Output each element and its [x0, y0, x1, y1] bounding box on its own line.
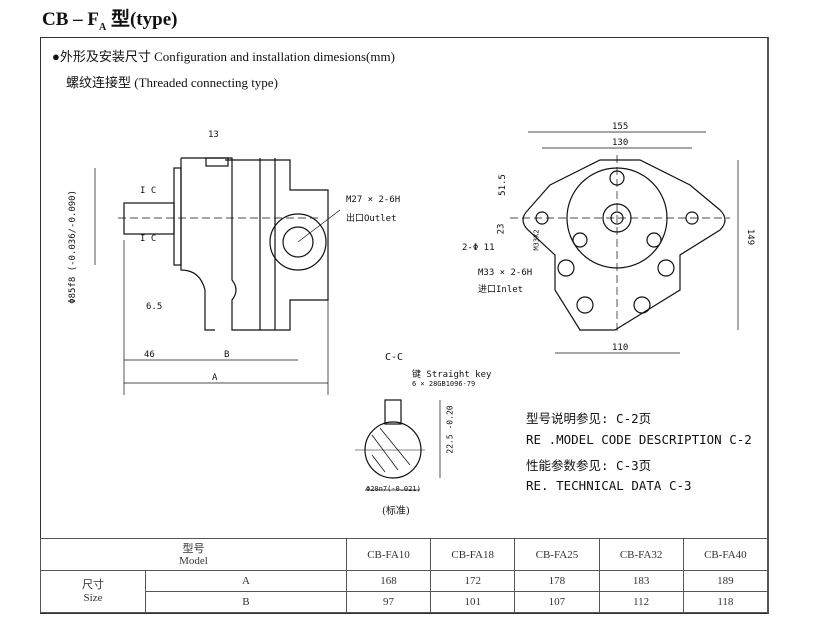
standard-label: (标准): [382, 506, 410, 517]
inlet-label: 进口Inlet: [478, 285, 524, 295]
model-col: CB-FA32: [598, 538, 684, 571]
section-mark: I C: [140, 234, 157, 244]
model-col: CB-FA25: [514, 538, 600, 571]
cell: 101: [430, 591, 516, 613]
note-model-code-cn: 型号说明参见: C-2页: [526, 411, 652, 426]
model-col: CB-FA18: [430, 538, 516, 571]
front-view: [510, 131, 739, 354]
dim-149: 149: [745, 228, 756, 246]
model-header: 型号 Model: [40, 538, 347, 571]
figure-frame: [40, 37, 769, 614]
dim-22-5: 22.5 -0.20: [445, 405, 455, 454]
dim-130: 130: [612, 138, 629, 148]
cell: 183: [598, 570, 684, 592]
dim-6-5: 6.5: [146, 302, 163, 312]
dim-diameter: Φ85f8 (-0.036/-0.090): [68, 190, 78, 304]
row-label: A: [145, 570, 347, 592]
inlet-thread: M33 × 2-6H: [478, 268, 533, 278]
row-label: B: [145, 591, 347, 613]
dim-46: 46: [144, 350, 155, 360]
note-model-code-en: RE .MODEL CODE DESCRIPTION C-2: [526, 432, 752, 447]
cell: 112: [598, 591, 684, 613]
section-subheading: 螺纹连接型 (Threaded connecting type): [66, 75, 278, 90]
size-header: 尺寸 Size: [40, 570, 146, 613]
dim-155: 155: [612, 122, 629, 132]
shaft-dia: Φ20n7(-0.021): [366, 485, 421, 493]
side-view: [94, 157, 341, 395]
dim-23: 23: [496, 223, 507, 235]
outlet-thread: M27 × 2-6H: [346, 195, 401, 205]
key-label: 键 Straight key: [412, 370, 492, 380]
dim-110: 110: [612, 343, 629, 353]
cell: 107: [514, 591, 600, 613]
section-mark: I C: [140, 186, 157, 196]
cell: 97: [345, 591, 432, 613]
dimension-table: 型号 Model CB-FA10 CB-FA18 CB-FA25 CB-FA32…: [40, 538, 769, 613]
outlet-label: 出口Outlet: [346, 214, 397, 224]
cell: 189: [682, 570, 769, 592]
note-tech-data-cn: 性能参数参见: C-3页: [526, 458, 652, 473]
table-row: B 97 101 107 112 118: [41, 591, 769, 613]
cell: 178: [514, 570, 600, 592]
cell: 118: [682, 591, 769, 613]
model-col: CB-FA40: [682, 538, 769, 571]
key-spec: 6 × 28GB1096-79: [412, 380, 476, 388]
dim-51-5: 51.5: [497, 174, 508, 196]
dim-a: A: [212, 373, 218, 383]
cell: 168: [345, 570, 432, 592]
note-tech-data-en: RE. TECHNICAL DATA C-3: [526, 478, 692, 493]
table-row: 尺寸 Size A 168 172 178 183 189: [40, 570, 769, 613]
section-title: C-C: [385, 352, 404, 363]
holes-label: 2-Φ 11: [462, 243, 495, 253]
page-title: CB – FA 型(type): [42, 9, 178, 33]
dim-13: 13: [208, 130, 219, 140]
dim-b: B: [224, 350, 230, 360]
section-heading: ●外形及安装尺寸 Configuration and installation …: [52, 49, 395, 64]
section-view: [355, 399, 441, 491]
m33-label: M33X2: [532, 229, 541, 251]
model-col: CB-FA10: [345, 538, 432, 571]
cell: 172: [430, 570, 516, 592]
